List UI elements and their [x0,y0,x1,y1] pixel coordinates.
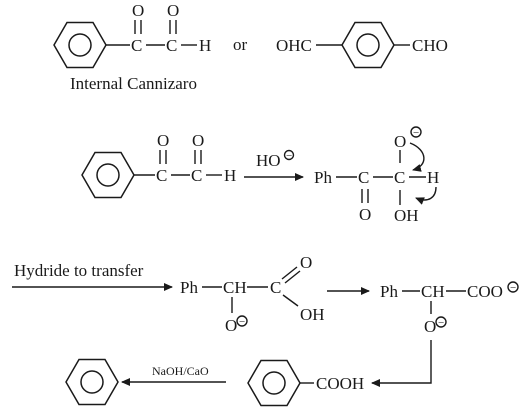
carboxylate-charge-circle [507,281,519,293]
cho-group: CHO [412,36,448,55]
acid-hydroxyl: OH [300,305,325,324]
alkoxide-charge-2: − [239,316,245,328]
r-carbon-2: C [191,166,202,185]
hydroxide-arrow-group: HO − [244,149,304,181]
r-oxygen-1: O [157,131,169,150]
hydride-transfer-group: Hydride to transfer [12,261,173,291]
curved-arrow-oxygen [409,142,425,172]
p-ch-group: CH [421,282,445,301]
decarboxylation-arrow-group: NaOH/CaO [121,364,226,386]
benzene-ring [53,21,107,69]
carboxylate-group: COO [467,282,503,301]
alkoxide-charge-circle-2 [236,315,248,327]
tetrahedral-intermediate: Ph C O C O − OH H [314,126,439,225]
benzene-inner-circle-4 [262,371,286,395]
reactant-phenylglyoxal: C O C O H [81,131,236,199]
benzene-ring-2 [341,21,395,69]
internal-cannizaro-caption: Internal Cannizaro [70,74,197,93]
p-alkoxide-charge: − [438,317,444,329]
acid-carbon: C [270,278,281,297]
i-hydrogen: H [427,168,439,187]
hydride-transfer-label: Hydride to transfer [14,261,144,280]
r-oxygen-2: O [192,131,204,150]
benzene-ring-3 [81,151,135,199]
benzene-inner-circle-5 [80,370,104,394]
mandelate-product: Ph CH COO − O − [380,281,519,336]
p-alkoxide-charge-circle [435,316,447,328]
hydroxide-reagent: HO [256,151,281,170]
i-carbon-1: C [358,168,369,187]
benzene-ring-5 [65,358,119,406]
i-oxygen-top: O [394,132,406,151]
naoh-cao-reagent: NaOH/CaO [152,364,209,378]
r-hydrogen: H [224,166,236,185]
benzene-inner-circle-2 [356,33,380,57]
acid-dbl-b [284,270,301,284]
aldehyde-hydrogen: H [199,36,211,55]
carbonyl-carbon-1: C [131,36,142,55]
hydroxide-charge: − [286,150,292,162]
curved-arrow-hydride [415,186,437,205]
benzene-inner-circle-3 [96,163,120,187]
p-alkoxide-oxygen: O [424,317,436,336]
acid-dbl-a [281,266,298,280]
phenylglyoxal-structure: C O C O H [53,1,211,69]
alkoxide-charge: − [413,127,419,139]
carbonyl-oxygen-1: O [132,1,144,20]
i-hydroxyl: OH [394,206,419,225]
phenyl-label-2: Ph [180,278,198,297]
acid-oxygen: O [300,253,312,272]
down-left-arrow [371,340,432,387]
acid-c-oh [282,294,299,307]
phenyl-label-3: Ph [380,282,398,301]
carbonyl-oxygen-2: O [167,1,179,20]
i-carbon-2: C [394,168,405,187]
carboxylic-acid-group: COOH [316,374,364,393]
alkoxide-acid-intermediate: Ph CH C O OH O − [180,253,325,335]
r-carbon-1: C [156,166,167,185]
phenyl-label: Ph [314,168,332,187]
benzene-ring-4 [247,359,301,407]
benzene-inner-circle [68,33,92,57]
ohc-group: OHC [276,36,312,55]
benzene-product [65,358,119,406]
alkoxide-charge-circle [410,126,422,138]
hydroxide-charge-circle [283,149,295,161]
ch-group: CH [223,278,247,297]
i-oxygen-bottom: O [359,205,371,224]
carbonyl-carbon-2: C [166,36,177,55]
or-word: or [233,35,248,54]
benzoic-acid-structure: COOH [247,359,364,407]
carboxylate-charge: − [510,282,516,294]
alkoxide-oxygen: O [225,316,237,335]
terephthalaldehyde-structure: OHC CHO [276,21,448,69]
